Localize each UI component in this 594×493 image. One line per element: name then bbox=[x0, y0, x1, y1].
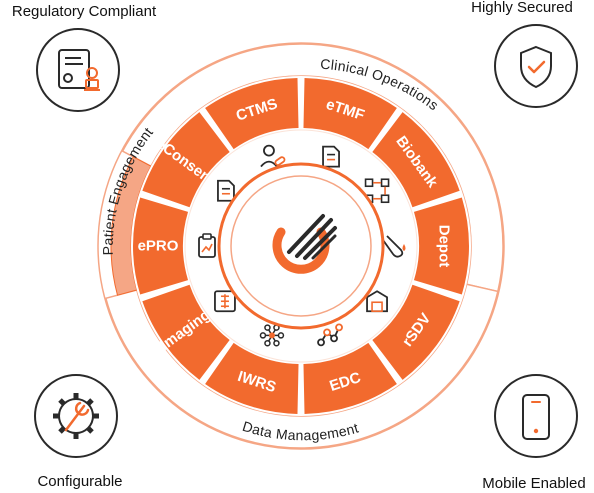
segment-ctms: CTMS bbox=[205, 78, 299, 150]
feature-label: Mobile Enabled bbox=[482, 475, 585, 492]
feature-highly-secured: Highly Secured bbox=[471, 0, 578, 108]
clipboard-chart-icon bbox=[198, 233, 216, 258]
network-hub-icon bbox=[259, 324, 285, 347]
gear-wrench-icon bbox=[34, 374, 118, 458]
segment-biobank: Biobank bbox=[372, 112, 460, 208]
warehouse-icon bbox=[366, 290, 388, 313]
segment-iwrs: IWRS bbox=[205, 342, 299, 414]
feature-label: Regulatory Compliant bbox=[12, 3, 157, 20]
feature-regulatory-compliant: Regulatory Compliant bbox=[12, 3, 157, 112]
segment-imaging: Imaging bbox=[142, 284, 230, 380]
document-icon bbox=[217, 179, 235, 202]
feature-label: Highly Secured bbox=[471, 0, 573, 16]
test-tube-icon bbox=[382, 235, 406, 258]
brand-logo-icon bbox=[217, 162, 385, 330]
smartphone-icon bbox=[494, 374, 578, 458]
segment-edc: EDC bbox=[303, 342, 397, 414]
feature-mobile-enabled: Mobile Enabled bbox=[482, 374, 586, 492]
segment-rsdv: rSDV bbox=[372, 284, 460, 380]
feature-label: Configurable bbox=[37, 473, 122, 490]
document-icon bbox=[322, 145, 340, 168]
feature-configurable: Configurable bbox=[34, 374, 123, 490]
segment-etmf: eTMF bbox=[303, 78, 397, 150]
segment-depot: Depot bbox=[413, 197, 470, 295]
certificate-stamp-icon bbox=[36, 28, 120, 112]
shield-check-icon bbox=[494, 24, 578, 108]
inner-icon-ring bbox=[198, 144, 406, 347]
segment-epro: ePRO bbox=[133, 197, 189, 295]
patient-pill-icon bbox=[260, 144, 286, 168]
spine-scan-icon bbox=[214, 290, 236, 313]
nodes-graph-icon bbox=[317, 323, 343, 347]
segment-label: Depot bbox=[436, 225, 453, 268]
segment-label: ePRO bbox=[138, 238, 179, 255]
